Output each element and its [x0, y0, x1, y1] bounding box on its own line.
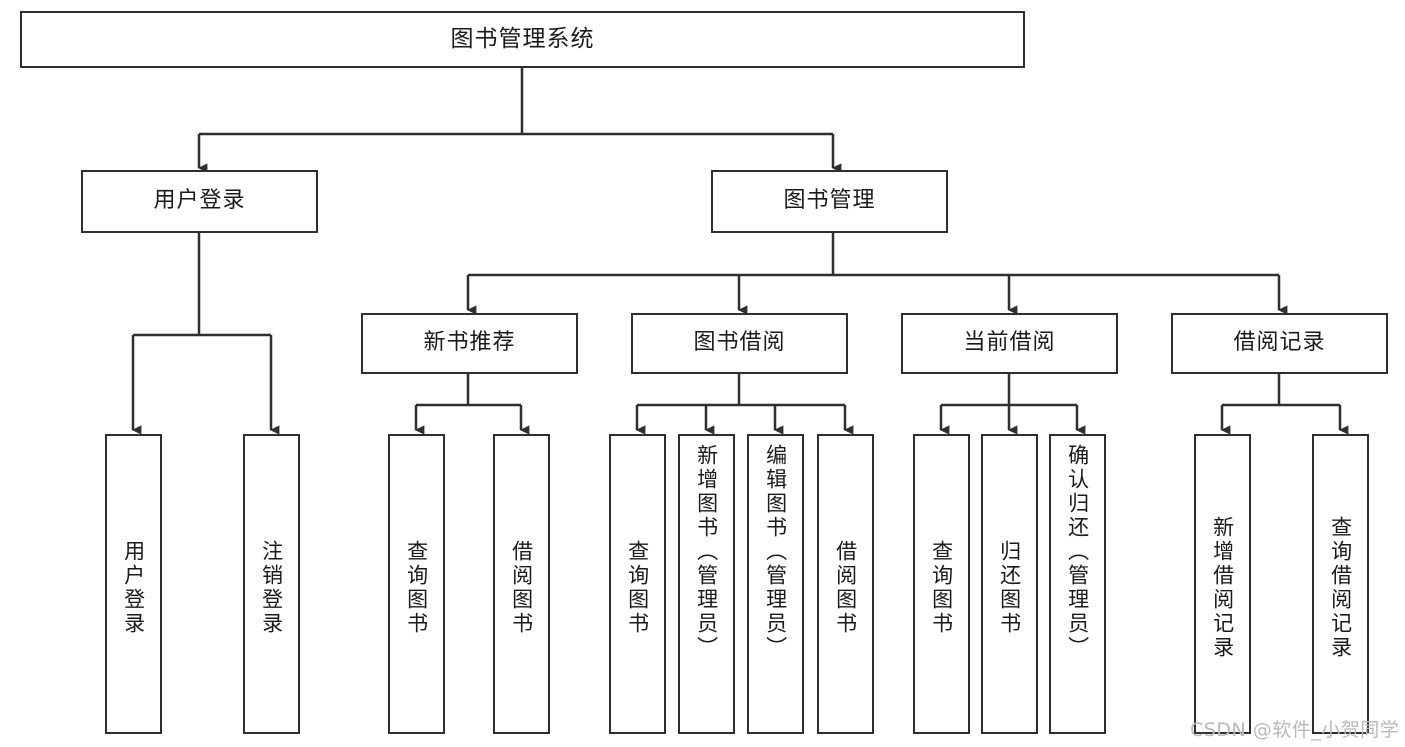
node-book-borrow[interactable]: 图书借阅	[631, 313, 848, 374]
node-label: 图书管理系统	[450, 25, 595, 52]
leaf-return-book[interactable]: 归还图书	[981, 434, 1038, 734]
leaf-query-borrow-record[interactable]: 查询借阅记录	[1312, 434, 1369, 734]
node-label: 新书推荐	[423, 330, 516, 356]
leaf-label: 编辑图书（管理员）	[763, 444, 788, 660]
leaf-add-book-admin[interactable]: 新增图书（管理员）	[678, 434, 735, 734]
node-label: 用户登录	[153, 188, 246, 214]
node-label: 图书借阅	[693, 330, 786, 356]
leaf-label: 借阅图书	[509, 540, 534, 636]
leaf-label: 归还图书	[997, 540, 1022, 636]
node-user-login[interactable]: 用户登录	[81, 170, 318, 233]
node-label: 借阅记录	[1233, 330, 1326, 356]
leaf-borrow-book[interactable]: 借阅图书	[817, 434, 874, 734]
leaf-label: 查询借阅记录	[1328, 516, 1353, 660]
leaf-add-borrow-record[interactable]: 新增借阅记录	[1194, 434, 1251, 734]
leaf-label: 借阅图书	[833, 540, 858, 636]
leaf-label: 注销登录	[259, 540, 284, 636]
node-root-system[interactable]: 图书管理系统	[20, 11, 1025, 68]
leaf-label: 新增借阅记录	[1210, 516, 1235, 660]
leaf-query-book-current[interactable]: 查询图书	[913, 434, 970, 734]
leaf-label: 查询图书	[625, 540, 650, 636]
leaf-label: 新增图书（管理员）	[694, 444, 719, 660]
leaf-label: 用户登录	[121, 540, 146, 636]
node-new-book-recommend[interactable]: 新书推荐	[361, 313, 578, 374]
leaf-edit-book-admin[interactable]: 编辑图书（管理员）	[747, 434, 804, 734]
csdn-watermark: CSDN @软件_小贺同学	[1190, 719, 1400, 741]
leaf-user-logout[interactable]: 注销登录	[243, 434, 300, 734]
node-book-management[interactable]: 图书管理	[711, 170, 948, 233]
node-borrow-record[interactable]: 借阅记录	[1171, 313, 1388, 374]
leaf-label: 查询图书	[929, 540, 954, 636]
leaf-label: 查询图书	[404, 540, 429, 636]
leaf-borrow-book-recommend[interactable]: 借阅图书	[493, 434, 550, 734]
leaf-query-book-borrow[interactable]: 查询图书	[609, 434, 666, 734]
node-current-borrow[interactable]: 当前借阅	[901, 313, 1118, 374]
leaf-label: 确认归还（管理员）	[1065, 444, 1090, 660]
node-label: 图书管理	[783, 188, 876, 214]
leaf-query-book-recommend[interactable]: 查询图书	[388, 434, 445, 734]
leaf-confirm-return-admin[interactable]: 确认归还（管理员）	[1049, 434, 1106, 734]
node-label: 当前借阅	[963, 330, 1056, 356]
leaf-user-login[interactable]: 用户登录	[105, 434, 162, 734]
